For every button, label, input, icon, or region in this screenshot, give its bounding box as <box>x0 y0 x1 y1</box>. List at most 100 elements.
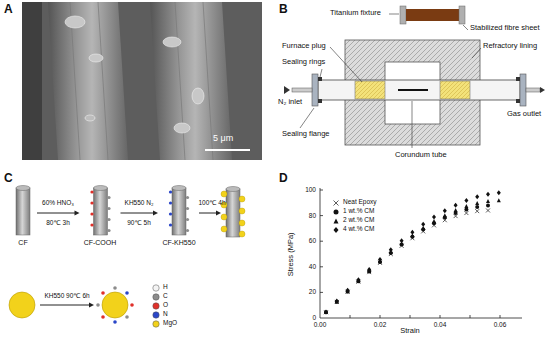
label-text: Refractory lining <box>483 42 547 51</box>
fiber-end <box>172 186 186 191</box>
circle-marker <box>475 205 479 209</box>
reaction-arrow <box>121 211 159 216</box>
furnace-schematic-rect <box>355 81 385 99</box>
scheme-art-polygon <box>89 303 94 308</box>
furnace-schematic <box>284 6 545 148</box>
functional-group <box>90 212 93 215</box>
label-text: 40 <box>309 263 316 270</box>
scheme-art-circle <box>239 231 245 237</box>
diamond-marker <box>356 277 360 282</box>
diamond-marker <box>400 238 404 243</box>
sem-image-ellipse <box>85 115 95 121</box>
diamond-marker <box>378 257 382 262</box>
panel-letter: A <box>4 3 13 17</box>
functional-group <box>107 218 110 221</box>
label-text: 0.06 <box>494 321 507 328</box>
furnace-schematic-line <box>472 48 481 58</box>
fiber-node: CF-KH550 <box>160 183 198 247</box>
chart-axes-line <box>320 188 321 318</box>
diamond-marker <box>454 203 458 208</box>
scheme-art-circle <box>102 292 128 318</box>
scheme-art-circle <box>130 303 134 307</box>
scheme-art-line <box>199 213 216 214</box>
functional-group <box>186 207 189 210</box>
label-text: Gas outlet <box>507 110 541 119</box>
legend-swatch <box>152 284 160 292</box>
panel-letter: B <box>279 3 288 17</box>
sem-image <box>22 2 262 160</box>
atom-swatch <box>153 311 159 317</box>
triangle-marker <box>464 204 468 208</box>
circle-marker <box>324 310 328 314</box>
cross-marker <box>475 209 479 213</box>
circle-marker <box>334 209 339 214</box>
atom-swatch <box>153 302 159 308</box>
scheme-art <box>9 187 245 324</box>
functional-group <box>90 190 93 193</box>
label-text: 100 <box>305 186 316 193</box>
scheme-art-circle <box>221 214 227 220</box>
furnace-schematic-line <box>389 14 399 15</box>
diamond-marker <box>367 267 371 272</box>
scheme-art-circle <box>101 315 105 319</box>
node-label: CF-COOH <box>82 239 119 247</box>
label-text: 60% HNO₃ <box>42 199 74 206</box>
triangle-marker <box>486 199 490 203</box>
label-text: Corundum tube <box>395 151 447 160</box>
chart-axes-line <box>320 292 323 293</box>
label-text: 0.00 <box>314 321 327 328</box>
legend-text: N <box>163 310 168 317</box>
atom-swatch <box>153 320 159 326</box>
legend-swatch <box>152 302 160 310</box>
diamond-marker <box>410 230 414 235</box>
legend-swatch <box>152 311 160 319</box>
legend-swatch <box>152 320 160 328</box>
legend-swatch <box>332 226 340 234</box>
sem-image-ellipse <box>192 88 204 104</box>
furnace-schematic-polygon <box>284 86 290 94</box>
fiber-body <box>93 188 107 235</box>
scheme-art-circle <box>96 303 100 307</box>
triangle-marker <box>324 310 328 314</box>
sem-image-ellipse <box>163 37 181 47</box>
label-text: 60 <box>309 237 316 244</box>
chart-axes-line <box>440 315 441 318</box>
functional-group <box>169 212 172 215</box>
panel-letter: D <box>279 172 288 186</box>
scheme-art-circle <box>113 320 117 324</box>
chart-axes-line <box>350 315 351 318</box>
triangle-marker <box>432 219 436 223</box>
furnace-schematic-line <box>300 108 314 128</box>
furnace-schematic-rect <box>526 88 540 92</box>
fiber-cylinder <box>160 183 198 239</box>
diamond-marker <box>421 222 425 227</box>
functional-group <box>107 229 110 232</box>
panel-letter: C <box>4 172 13 186</box>
label-text: 80 <box>309 212 316 219</box>
sem-image-line <box>203 2 213 160</box>
functional-group <box>107 196 110 199</box>
diamond-marker <box>464 198 468 203</box>
furnace-schematic-line <box>320 69 322 77</box>
triangle-marker <box>475 201 479 205</box>
label-text: KH550 N₂ <box>125 199 154 206</box>
chart-axes-line <box>320 266 323 267</box>
scheme-art-circle <box>101 291 105 295</box>
scheme-art-circle <box>9 292 35 318</box>
scheme-art-line <box>40 305 89 306</box>
diamond-marker <box>389 247 393 252</box>
furnace-schematic-rect <box>440 81 470 99</box>
diamond-marker <box>335 299 339 304</box>
label-text: 0.02 <box>374 321 387 328</box>
furnace-schematic-rect <box>318 99 322 103</box>
arrow-head <box>153 211 158 216</box>
furnace-schematic-line <box>330 47 362 82</box>
functional-group <box>186 196 189 199</box>
label-text: Stress (MPa) <box>287 232 296 276</box>
scheme-art-circle <box>125 315 129 319</box>
label-text: 0 <box>312 314 316 321</box>
label-text: Furnace plug <box>282 42 326 51</box>
furnace-schematic-line <box>463 25 468 30</box>
